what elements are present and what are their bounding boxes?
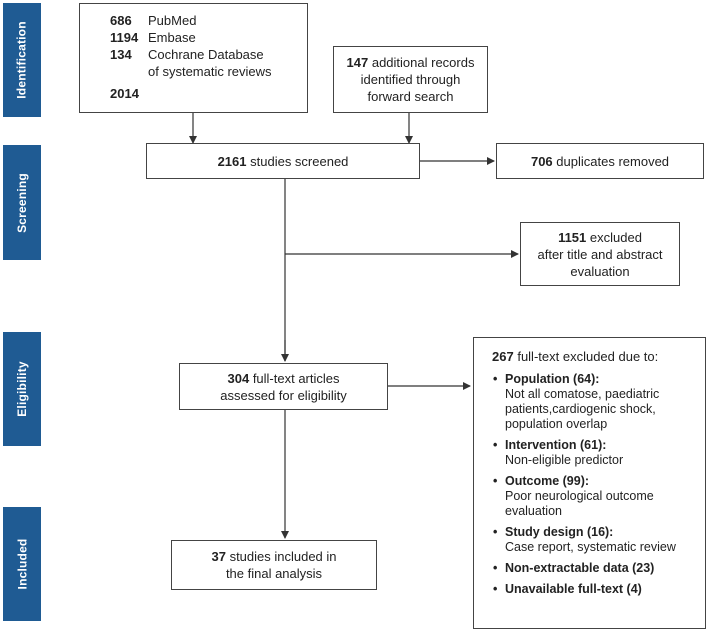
- fulltext-excluded-heading: 267 full-text excluded due to:: [492, 349, 659, 364]
- stage-included: Included: [3, 507, 41, 621]
- duplicates-removed-box: 706 duplicates removed: [496, 143, 704, 179]
- list-item: Outcome (99):Poor neurological outcome e…: [492, 474, 697, 519]
- list-item: Population (64):Not all comatose, paedia…: [492, 372, 697, 432]
- stage-screening: Screening: [3, 145, 41, 260]
- list-item: Unavailable full-text (4): [492, 582, 697, 597]
- list-item: Intervention (61):Non-eligible predictor: [492, 438, 697, 468]
- studies-included-box: 37 studies included in the final analysi…: [171, 540, 377, 590]
- additional-records-box: 147 additional records identified throug…: [333, 46, 488, 113]
- fulltext-assessed-box: 304 full-text articles assessed for elig…: [179, 363, 388, 410]
- list-item: Study design (16):Case report, systemati…: [492, 525, 697, 555]
- exclusion-reasons-list: Population (64):Not all comatose, paedia…: [492, 372, 697, 597]
- stage-identification: Identification: [3, 3, 41, 117]
- source-row: of systematic reviews: [148, 64, 272, 79]
- list-item: Non-extractable data (23): [492, 561, 697, 576]
- fulltext-excluded-box: 267 full-text excluded due to: Populatio…: [473, 337, 706, 629]
- excluded-title-abstract-box: 1151 excluded after title and abstract e…: [520, 222, 680, 286]
- studies-screened-box: 2161 studies screened: [146, 143, 420, 179]
- source-total-row: 2014: [110, 86, 139, 101]
- stage-eligibility: Eligibility: [3, 332, 41, 446]
